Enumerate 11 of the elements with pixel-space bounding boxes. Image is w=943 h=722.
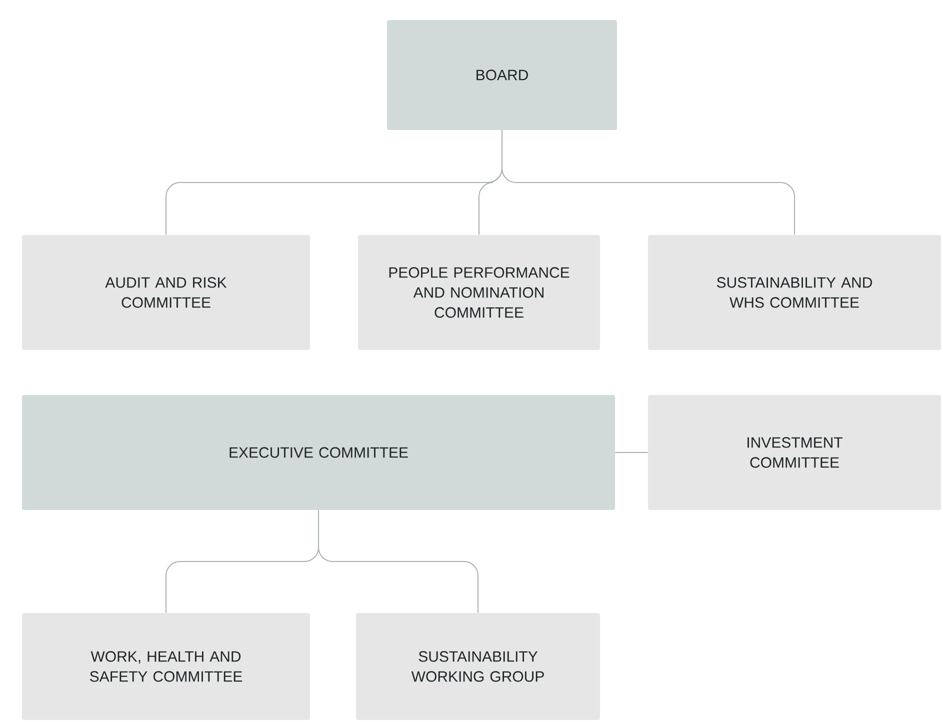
committee-box: INVESTMENT COMMITTEE bbox=[648, 395, 941, 510]
committee-box: SUSTAINABILITY WORKING GROUP bbox=[356, 613, 600, 720]
committee-box: PEOPLE PERFORMANCE AND NOMINATION COMMITTEE bbox=[358, 235, 600, 350]
connector-line bbox=[502, 130, 795, 236]
committee-box: AUDIT AND RISK COMMITTEE bbox=[22, 235, 310, 350]
connector-line bbox=[318, 510, 478, 614]
group-box: EXECUTIVE COMMITTEE bbox=[22, 395, 615, 510]
connector-line bbox=[614, 452, 648, 453]
committee-box: WORK, HEALTH AND SAFETY COMMITTEE bbox=[22, 613, 310, 720]
group-box: BOARD bbox=[387, 20, 617, 130]
committee-box: SUSTAINABILITY AND WHS COMMITTEE bbox=[648, 235, 941, 350]
